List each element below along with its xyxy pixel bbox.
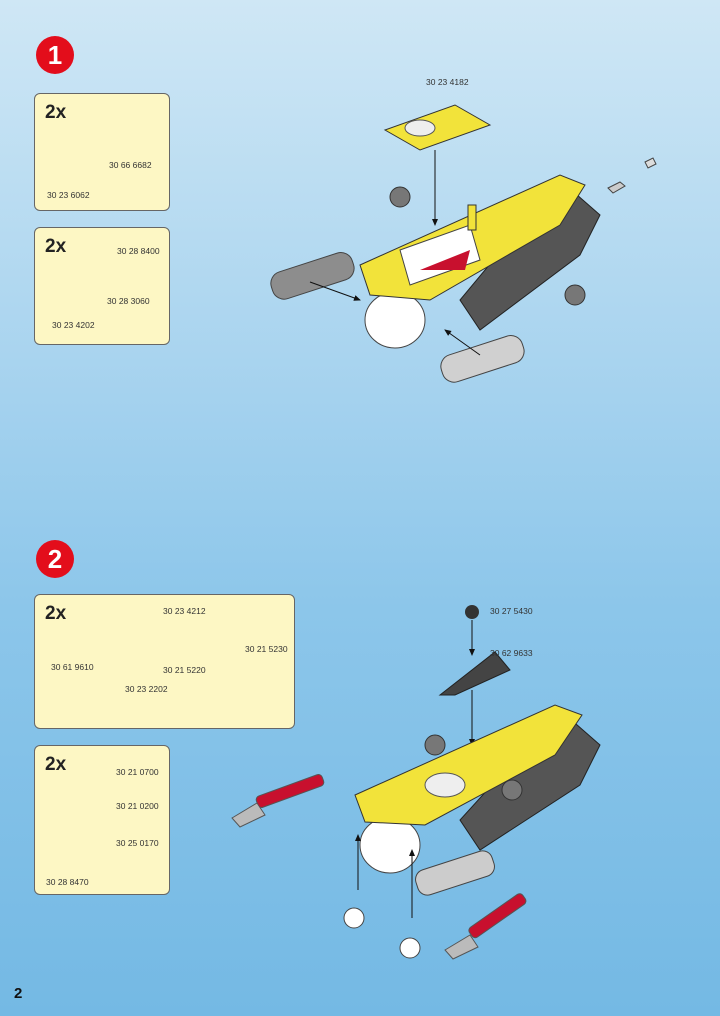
- part-number: 30 25 0170: [116, 838, 159, 848]
- part-number: 30 23 4182: [426, 77, 469, 87]
- step-badge: 2: [36, 540, 74, 578]
- step-badge: 1: [36, 36, 74, 74]
- parts-box: 2x 30 21 0700 30 21 0200 30 25 0170 30 2…: [34, 745, 170, 895]
- part-number: 30 21 0200: [116, 801, 159, 811]
- part-number: 30 28 3060: [107, 296, 150, 306]
- part-number: 30 62 9633: [490, 648, 533, 658]
- parts-box: 2x 30 28 8400 30 28 3060 30 23 4202: [34, 227, 170, 345]
- quantity-label: 2x: [45, 236, 67, 257]
- part-number: 30 23 2202: [125, 684, 168, 694]
- parts-box: 2x 30 66 6682 30 23 6062: [34, 93, 170, 211]
- part-number: 30 23 4212: [163, 606, 206, 616]
- quantity-label: 2x: [45, 754, 67, 775]
- part-number: 30 21 5230: [245, 644, 288, 654]
- submarine-step1-illustration: [270, 104, 657, 383]
- quantity-label: 2x: [45, 603, 67, 624]
- parts-box: 2x 30 23 4212 30 21 5230 30 61 9610 30 2…: [34, 594, 295, 729]
- submarine-step2-illustration: [231, 605, 601, 960]
- part-number: 30 23 4202: [52, 320, 95, 330]
- part-number: 30 21 5220: [163, 665, 206, 675]
- page-number: 2: [14, 985, 23, 1002]
- part-number: 30 21 0700: [116, 767, 159, 777]
- part-number: 30 23 6062: [47, 190, 90, 200]
- part-number: 30 66 6682: [109, 160, 152, 170]
- quantity-label: 2x: [45, 102, 67, 123]
- part-number: 30 28 8400: [117, 246, 160, 256]
- part-number: 30 61 9610: [51, 662, 94, 672]
- part-number: 30 27 5430: [490, 606, 533, 616]
- part-number: 30 28 8470: [46, 877, 89, 887]
